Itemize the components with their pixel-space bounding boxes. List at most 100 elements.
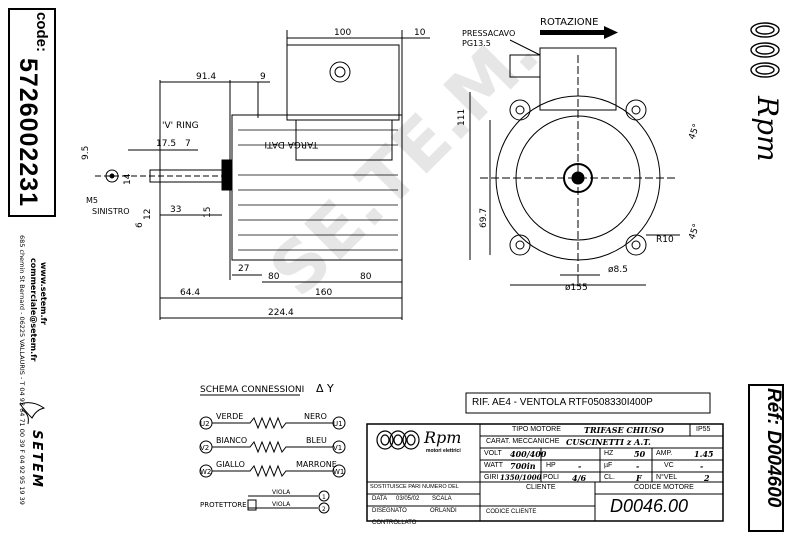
carat: CUSCINETTI z A.T. (566, 437, 651, 447)
block-logo-sub: motori elettrici (426, 448, 461, 454)
amp: 1.45 (694, 449, 714, 459)
data-label: DATA (372, 496, 388, 502)
vc: - (700, 461, 704, 471)
dim-155: ø155 (565, 283, 588, 293)
codice-motore-label: CODICE MOTORE (634, 484, 694, 491)
dim-224-4: 224.4 (268, 308, 294, 318)
col-giallo: GIALLO (216, 460, 245, 469)
watt-label: WATT (484, 462, 504, 469)
term-w2: W2 (200, 468, 211, 476)
watt: 700in (510, 461, 536, 471)
rotation-arrow (540, 26, 618, 39)
dim-33: 33 (170, 205, 181, 215)
setem-logo (14, 398, 50, 528)
m5-label: M5 (86, 196, 98, 205)
vc-label: VC (664, 462, 674, 469)
dim-27: 27 (238, 264, 249, 274)
schema-title: SCHEMA CONNESSIONI (200, 385, 304, 395)
controllato-label: CONTROLLATO (372, 520, 417, 526)
volt: 400/400 (510, 449, 547, 459)
dim-9-5: 9.5 (81, 146, 91, 160)
term-2: 2 (322, 506, 326, 513)
giri-label: GIRI (484, 474, 499, 481)
hp-label: HP (546, 462, 556, 469)
dim-80-right: 80 (360, 272, 372, 282)
amp-label: AMP. (656, 450, 673, 457)
dim-17-5: 17.5 (156, 139, 176, 149)
tipo-motore-label: TIPO MOTORE (512, 426, 561, 433)
terminal-box-side (286, 44, 400, 121)
tipo-motore: TRIFASE CHIUSO (584, 425, 664, 435)
poli-label: POLI (543, 474, 559, 481)
uf-label: µF (604, 462, 613, 469)
nvel-label: N°VEL (656, 474, 678, 481)
dim-12: 12 (143, 209, 153, 220)
dim-91-4: 91.4 (196, 72, 216, 82)
term-v1: V1 (333, 444, 342, 452)
term-u2: U2 (200, 420, 210, 428)
rif-box (465, 392, 711, 414)
cl: F (636, 473, 642, 483)
cl-label: CL. (604, 474, 615, 481)
term-w1: W1 (333, 468, 344, 476)
dim-45-top: 45° (687, 123, 702, 141)
viola-2: VIOLA (272, 501, 291, 508)
rpm-logo-block (376, 430, 420, 450)
col-verde: VERDE (216, 412, 243, 421)
dim-10: 10 (414, 28, 426, 38)
dim-9: 9 (260, 72, 266, 82)
dim-6: 6 (135, 222, 145, 228)
sostituisce: SOSTITUISCE PARI NUMERO DEL (370, 484, 459, 490)
sinistro-label: SINISTRO (92, 207, 130, 216)
dim-69-7: 69.7 (479, 208, 489, 228)
hz: 50 (634, 449, 646, 459)
protettore-label: PROTETTORE (200, 501, 247, 509)
dim-7: 7 (185, 139, 191, 149)
ref-box (748, 384, 784, 532)
data-value: 03/05/02 (396, 496, 420, 502)
hp: - (578, 461, 582, 471)
pg-label: PG13.5 (462, 39, 491, 48)
hz-label: HZ (604, 450, 614, 457)
volt-label: VOLT (484, 450, 502, 457)
dim-15: 15 (203, 207, 213, 218)
col-nero: NERO (304, 412, 327, 421)
term-u1: U1 (333, 420, 343, 428)
dim-64-4: 64.4 (180, 288, 200, 298)
rpm-logo-right (748, 20, 782, 90)
block-logo: Rpm (424, 428, 462, 447)
term-1: 1 (322, 494, 326, 501)
cliente-label: CLIENTE (526, 484, 556, 491)
dim-8-5: ø8.5 (608, 265, 628, 275)
term-v2: V2 (200, 444, 209, 452)
col-marrone: MARRONE (296, 460, 337, 469)
giri: 1350/1000 (500, 473, 542, 482)
dim-160: 160 (315, 288, 332, 298)
dim-100: 100 (334, 28, 351, 38)
poli: 4/6 (572, 473, 587, 483)
v-ring-label: 'V' RING (162, 121, 199, 131)
uf: - (636, 461, 640, 471)
viola-1: VIOLA (272, 489, 291, 496)
col-bleu: BLEU (306, 436, 327, 445)
disegnato-label: DISEGNATO (372, 508, 407, 514)
disegnato-value: ORLANDI (430, 508, 457, 514)
dim-80-left: 80 (268, 272, 280, 282)
rotazione-label: ROTAZIONE (540, 17, 598, 28)
dim-111: 111 (457, 109, 467, 126)
rif-text: RIF. AE4 - VENTOLA RTF0508330I400P (472, 397, 653, 408)
dim-r10: R10 (656, 235, 674, 245)
codice-cliente-label: CODICE CLIENTE (486, 509, 537, 515)
terminal-box-front (539, 47, 617, 111)
dim-14: 14 (123, 173, 133, 185)
left-code-box (8, 8, 56, 217)
scala-label: SCALA (432, 496, 452, 502)
connection-schema (199, 394, 346, 514)
col-bianco: BIANCO (216, 436, 247, 445)
nvel: 2 (704, 473, 710, 483)
schema-symbol: Δ Y (316, 382, 334, 395)
targa-label: TARGA DATI (264, 139, 319, 149)
ip-rating: IP55 (696, 426, 711, 433)
